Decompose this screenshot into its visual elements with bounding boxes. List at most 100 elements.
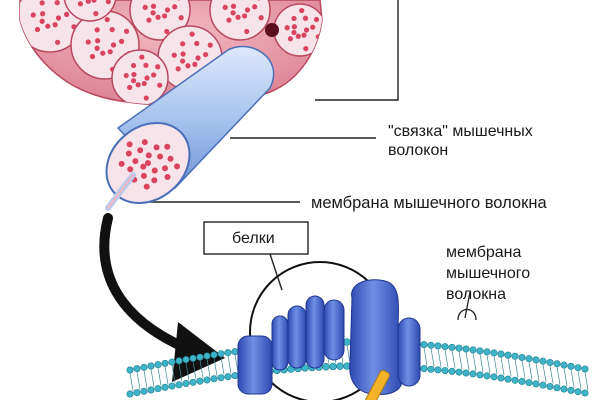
lipid-head — [427, 341, 435, 349]
lipid-head — [329, 362, 337, 371]
fascicle-fiber — [230, 3, 237, 9]
lipid-tail — [472, 352, 477, 371]
label-fiber-bundle-line2: волокон — [388, 142, 449, 159]
fascicle-fiber — [123, 72, 129, 79]
fascicle-fiber — [178, 15, 184, 21]
lipid-head — [560, 385, 568, 393]
lipid-head — [441, 367, 449, 375]
lipid-tail — [227, 355, 232, 374]
fascicle-fiber — [189, 31, 195, 37]
lipid-head — [168, 382, 176, 390]
lipid-head — [553, 384, 561, 392]
bundle-fiber — [164, 174, 171, 181]
fascicle-fiber — [94, 45, 100, 51]
lipid-head — [469, 346, 477, 354]
bundle-fiber — [125, 150, 132, 157]
lipid-head — [532, 356, 540, 364]
fascicle-fiber — [222, 4, 228, 10]
lipid-head — [140, 363, 148, 371]
fascicle-fiber — [85, 39, 91, 45]
protein-tall-3 — [305, 295, 325, 369]
fascicle-fiber — [291, 15, 297, 22]
lipid-tail — [346, 345, 351, 364]
lipid-tail — [136, 371, 141, 390]
lipid-tail — [465, 351, 470, 371]
fascicle-fiber — [291, 29, 297, 36]
lipid-head — [490, 373, 498, 381]
fascicle-fiber — [230, 10, 236, 16]
fascicle-fiber — [244, 7, 251, 13]
lipid-head — [497, 350, 505, 358]
lipid-tail — [570, 369, 575, 388]
bundle-fiber — [145, 152, 152, 159]
fascicle-fiber — [123, 28, 130, 34]
lipid-tail — [451, 350, 456, 369]
lipid-head — [140, 387, 148, 395]
bundle-fiber — [137, 147, 144, 154]
lipid-head — [546, 358, 554, 366]
curved-arrow — [99, 213, 225, 382]
lipid-head — [126, 390, 134, 398]
fascicle — [111, 49, 169, 106]
fascicle-fiber — [143, 95, 149, 101]
fascicle-fiber — [303, 46, 309, 52]
fascicle-fiber — [100, 50, 106, 56]
fascicle-fiber — [52, 22, 58, 28]
lipid-head — [189, 354, 197, 362]
blood-vessel — [265, 23, 279, 37]
fascicle-fiber — [303, 27, 310, 33]
protein-tall-2 — [287, 305, 307, 369]
fascicle-fiber — [185, 63, 191, 69]
lipid-tail — [577, 370, 582, 389]
fascicle-fiber — [302, 15, 309, 21]
protein-left — [237, 335, 273, 395]
lipid-head — [175, 357, 183, 365]
fascicle-fiber — [131, 71, 137, 78]
lipid-tail — [535, 362, 540, 381]
lipid-head — [448, 367, 456, 375]
fascicle-fiber — [226, 17, 232, 23]
fascicle-fiber — [104, 16, 110, 23]
lipid-head — [476, 371, 484, 379]
fascicle-fiber — [39, 0, 45, 6]
label-fiber-bundle: "связка" мышечных волокон — [388, 122, 533, 160]
lipid-tail — [143, 370, 148, 389]
lipid-tail — [150, 368, 155, 388]
lipid-head — [567, 362, 575, 370]
lipid-tail — [213, 357, 218, 376]
bundle-fiber — [161, 165, 168, 172]
lipid-head — [154, 361, 162, 369]
bundle-fiber — [164, 143, 171, 150]
bundle-fibers — [118, 139, 181, 190]
lipid-head — [420, 341, 428, 349]
fascicle-fiber — [291, 24, 297, 30]
lipid-head — [420, 365, 428, 373]
lipid-tail — [164, 366, 169, 385]
lipid-head — [434, 342, 442, 350]
fascicle-fiber — [130, 62, 137, 69]
lipid-head — [581, 365, 589, 373]
bundle-fiber — [132, 158, 139, 165]
lipid-tail — [220, 356, 225, 375]
lipid-tail — [493, 355, 498, 374]
fascicle-fiber — [55, 15, 62, 21]
lipid-head — [546, 382, 554, 390]
fascicle-fiber — [142, 4, 148, 10]
lipid-head — [553, 360, 561, 368]
lipid-head — [455, 344, 463, 352]
arrow-shaft — [99, 213, 200, 357]
arrow-head — [172, 322, 225, 382]
lipid-head — [231, 348, 239, 356]
lipid-head — [483, 348, 491, 356]
lipid-tail — [157, 367, 162, 386]
fascicle-fiber — [55, 39, 61, 45]
fascicle-fiber — [141, 80, 147, 87]
lipid-head — [196, 353, 204, 361]
protein-tall-1 — [271, 315, 289, 371]
fascicle-fiber — [241, 13, 248, 19]
lipid-head — [196, 377, 204, 385]
lipid-tail — [584, 371, 589, 391]
bundle-fiber — [143, 183, 150, 190]
fascicle-fiber — [146, 17, 152, 23]
